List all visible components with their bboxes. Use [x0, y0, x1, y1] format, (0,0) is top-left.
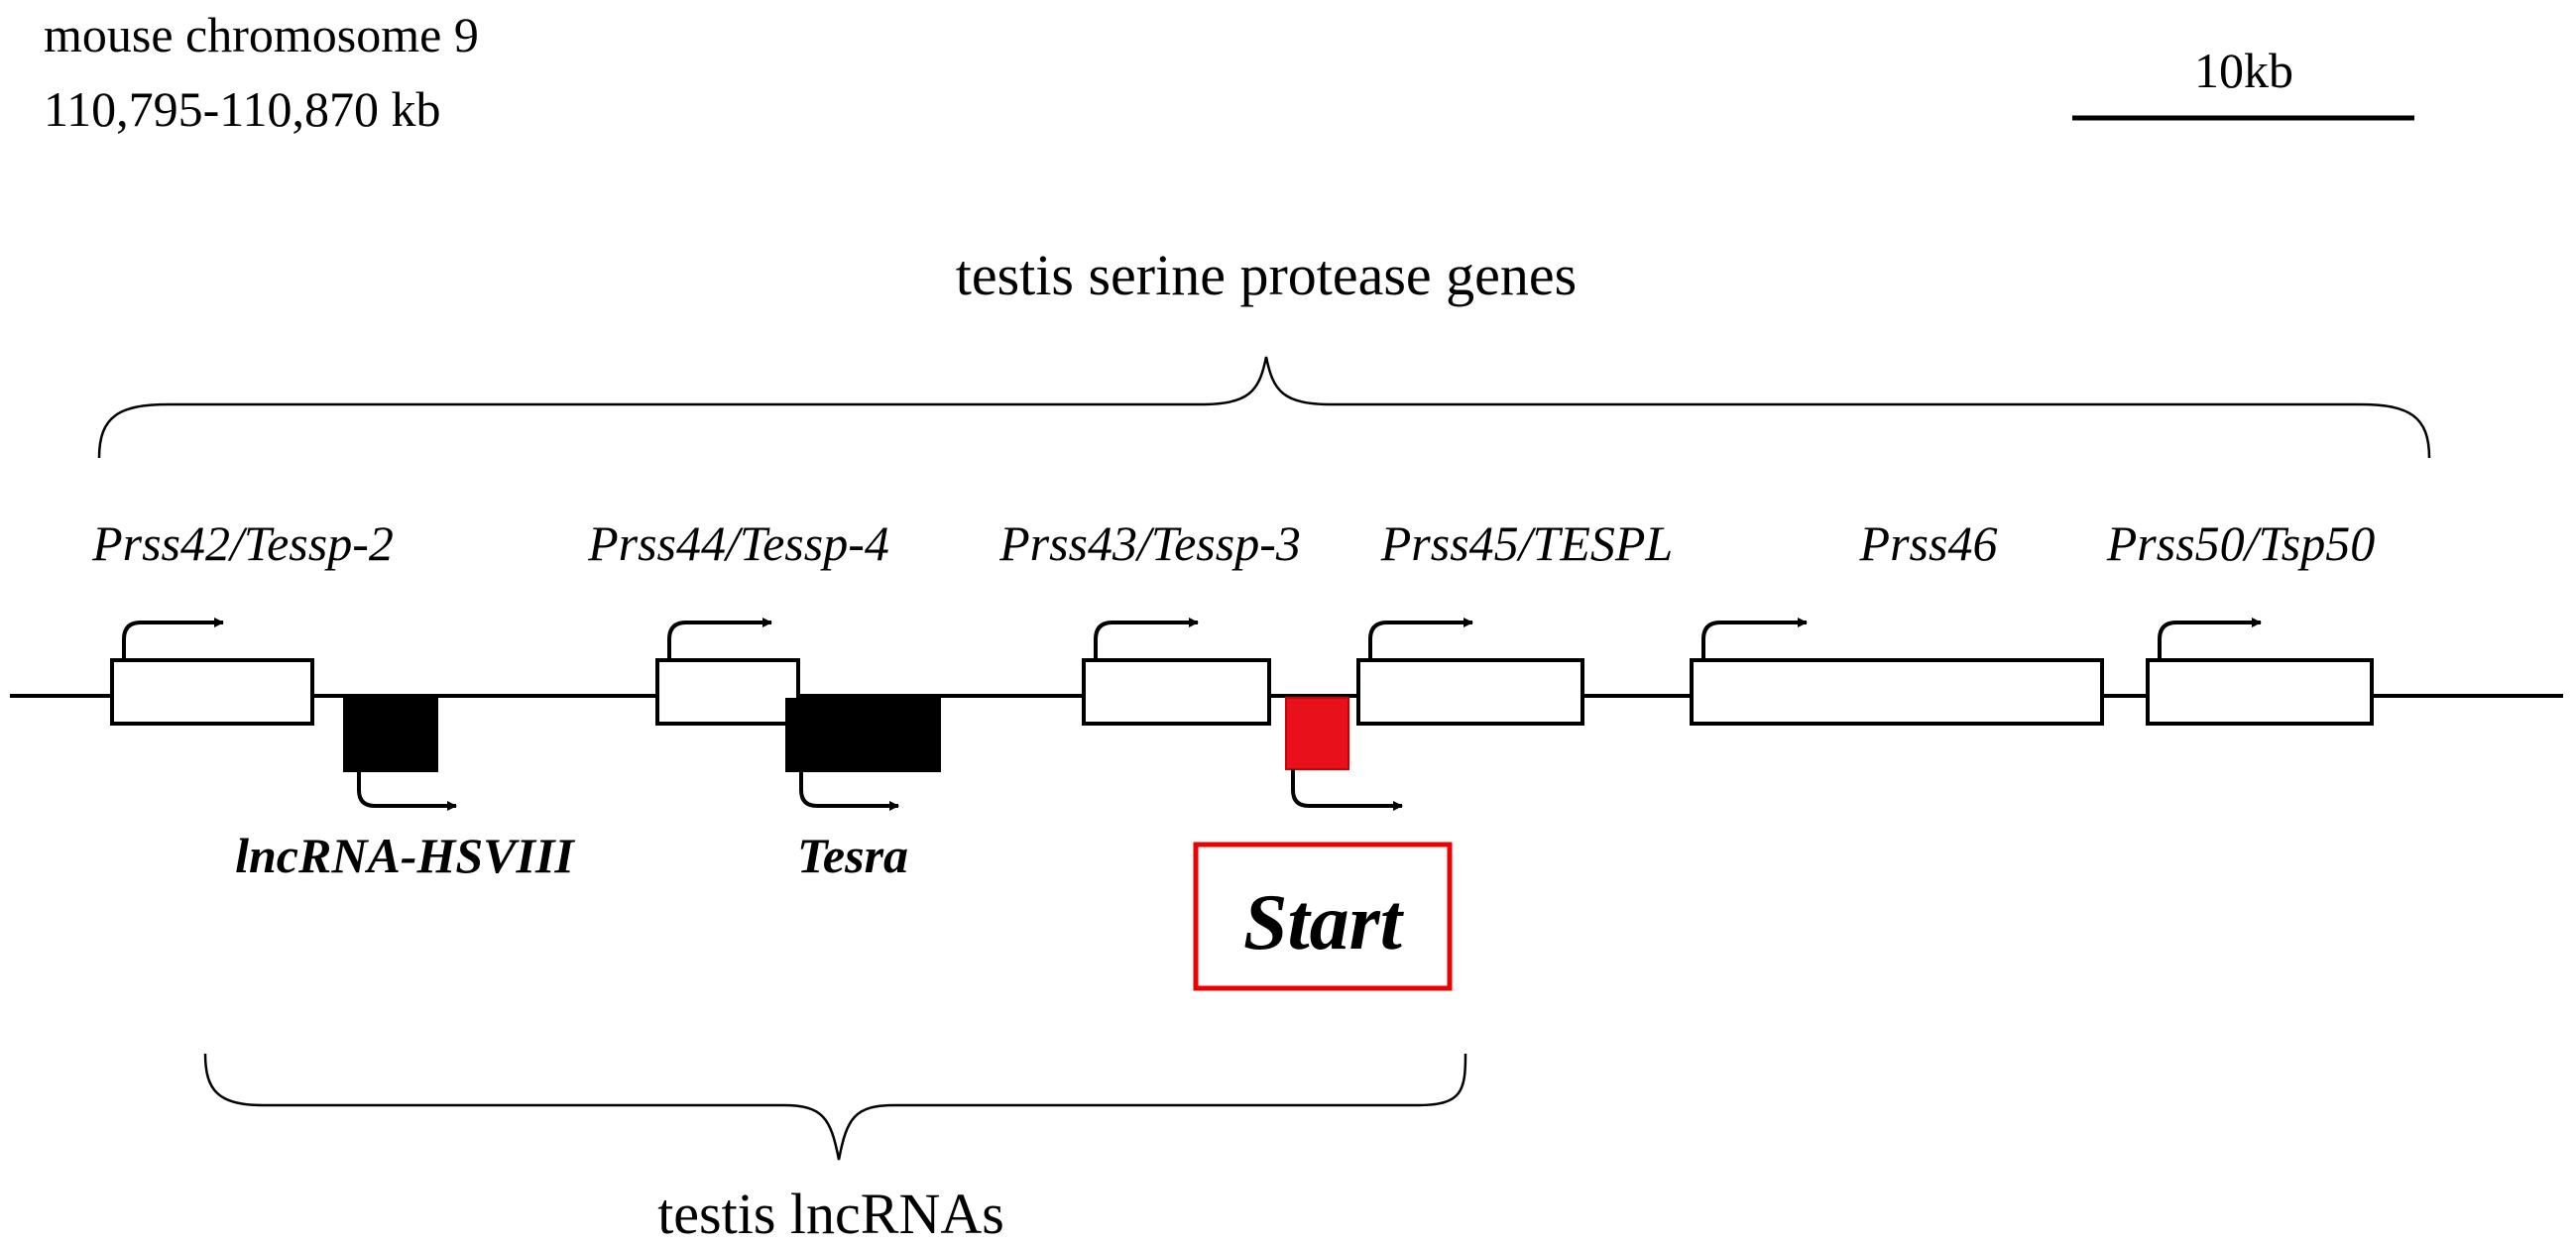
gene-label-prss44: Prss44/Tessp-4: [587, 515, 889, 571]
gene-box-prss50: [2146, 658, 2374, 726]
tss-arrow-prss45: [1368, 618, 1473, 660]
gene-label-prss46: Prss46: [1859, 515, 1998, 571]
tss-arrow-start: [1291, 769, 1403, 811]
gene-label-prss42: Prss42/Tessp-2: [91, 515, 394, 571]
gene-label-prss45: Prss45/TESPL: [1380, 515, 1674, 571]
tss-arrow-lncrna-hsviii: [357, 772, 457, 811]
tss-arrow-prss42: [122, 618, 224, 660]
lncrna-block-hsviii: [343, 698, 438, 772]
tss-arrow-prss50: [2158, 618, 2262, 660]
lncrna-label-tesra: Tesra: [797, 828, 908, 883]
start-highlight-box: [1193, 842, 1453, 991]
lncrna-group-brace: [203, 1053, 1467, 1161]
lncrna-label-hsviii: lncRNA-HSVIII: [235, 828, 575, 883]
gene-box-prss42: [110, 658, 314, 726]
tss-arrow-prss46: [1701, 618, 1808, 660]
lncrna-label-start: Start: [1243, 879, 1405, 966]
gene-box-prss44: [655, 658, 800, 726]
protease-group-brace: [97, 356, 2431, 459]
lncrna-block-tesra: [785, 698, 941, 772]
protease-group-label: testis serine protease genes: [956, 243, 1578, 307]
lncrna-block-start: [1285, 697, 1349, 770]
gene-box-prss46: [1690, 658, 2104, 726]
coordinate-range-label: 110,795-110,870 kb: [44, 81, 440, 137]
tss-arrow-tesra: [799, 772, 899, 811]
tss-arrow-prss44: [667, 618, 772, 660]
scale-bar-label: 10kb: [2194, 43, 2293, 98]
lncrna-group-label: testis lncRNAs: [657, 1182, 1004, 1245]
gene-box-prss43: [1082, 658, 1271, 726]
tss-arrow-prss43: [1094, 618, 1199, 660]
chromosome-label: mouse chromosome 9: [44, 7, 479, 62]
gene-box-prss45: [1356, 658, 1584, 726]
gene-label-prss43: Prss43/Tessp-3: [998, 515, 1301, 571]
gene-label-prss50: Prss50/Tsp50: [2106, 515, 2375, 571]
